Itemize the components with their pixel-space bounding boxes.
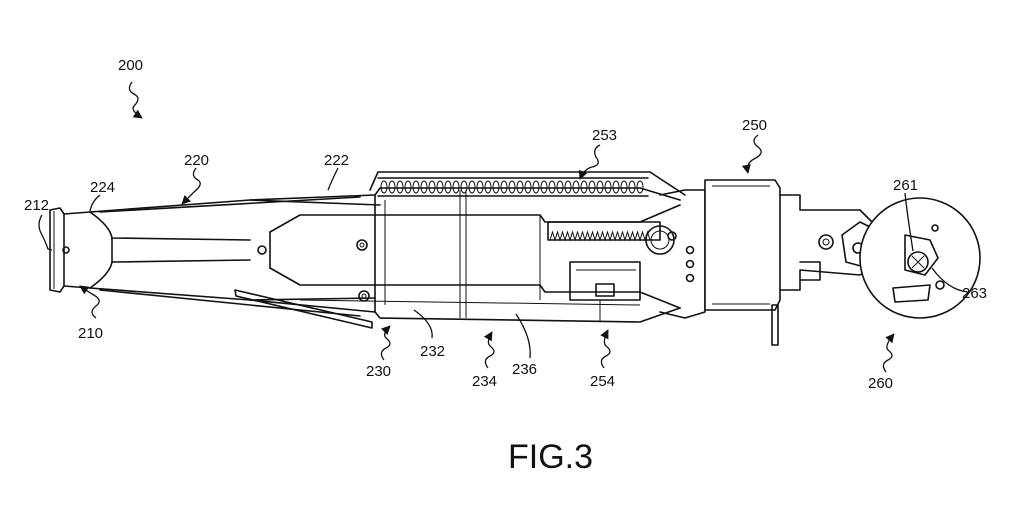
rack-teeth xyxy=(550,232,650,240)
ref-232: 232 xyxy=(420,343,445,360)
spring-coil xyxy=(517,181,523,193)
end-plate xyxy=(50,208,69,292)
spring-coil xyxy=(429,181,435,193)
spring-coil xyxy=(469,181,475,193)
top-spring-rail xyxy=(370,172,685,196)
spring-coil xyxy=(453,181,459,193)
spring-coil xyxy=(581,181,587,193)
spring-coil xyxy=(501,181,507,193)
spring-coils xyxy=(381,181,643,193)
figure-caption: FIG.3 xyxy=(508,438,593,476)
spring-coil xyxy=(477,181,483,193)
spring-coil xyxy=(461,181,467,193)
ref-234: 234 xyxy=(472,373,497,390)
spring-coil xyxy=(485,181,491,193)
spring-coil xyxy=(413,181,419,193)
spring-coil xyxy=(613,181,619,193)
spring-coil xyxy=(421,181,427,193)
spring-coil xyxy=(397,181,403,193)
spring-coil xyxy=(525,181,531,193)
ref-220: 220 xyxy=(184,152,209,169)
ref-224: 224 xyxy=(90,179,115,196)
ref-260: 260 xyxy=(868,375,893,392)
spring-coil xyxy=(597,181,603,193)
spring-coil xyxy=(573,181,579,193)
spring-coil xyxy=(405,181,411,193)
spring-coil xyxy=(637,181,643,193)
spring-coil xyxy=(445,181,451,193)
reference-numerals: 200 212 224 220 222 210 253 250 230 232 … xyxy=(24,57,987,392)
spring-coil xyxy=(565,181,571,193)
ref-230: 230 xyxy=(366,363,391,380)
spring-coil xyxy=(381,181,387,193)
central-housing xyxy=(270,188,680,322)
spring-coil xyxy=(621,181,627,193)
ref-253: 253 xyxy=(592,127,617,144)
spring-coil xyxy=(437,181,443,193)
spring-coil xyxy=(629,181,635,193)
drive-housing xyxy=(660,180,780,345)
spring-coil xyxy=(509,181,515,193)
spring-coil xyxy=(389,181,395,193)
spring-coil xyxy=(493,181,499,193)
ref-212: 212 xyxy=(24,197,49,214)
spring-coil xyxy=(557,181,563,193)
spring-coil xyxy=(541,181,547,193)
ref-200: 200 xyxy=(118,57,143,74)
spring-coil xyxy=(589,181,595,193)
rack-tooth-profile xyxy=(550,232,650,240)
ref-263: 263 xyxy=(962,285,987,302)
ref-236: 236 xyxy=(512,361,537,378)
ref-261: 261 xyxy=(893,177,918,194)
spring-coil xyxy=(549,181,555,193)
ref-210: 210 xyxy=(78,325,103,342)
ref-222: 222 xyxy=(324,152,349,169)
spring-coil xyxy=(605,181,611,193)
leader-lines xyxy=(39,82,968,372)
ref-250: 250 xyxy=(742,117,767,134)
ref-254: 254 xyxy=(590,373,615,390)
gear-rack xyxy=(548,222,674,300)
spring-coil xyxy=(533,181,539,193)
